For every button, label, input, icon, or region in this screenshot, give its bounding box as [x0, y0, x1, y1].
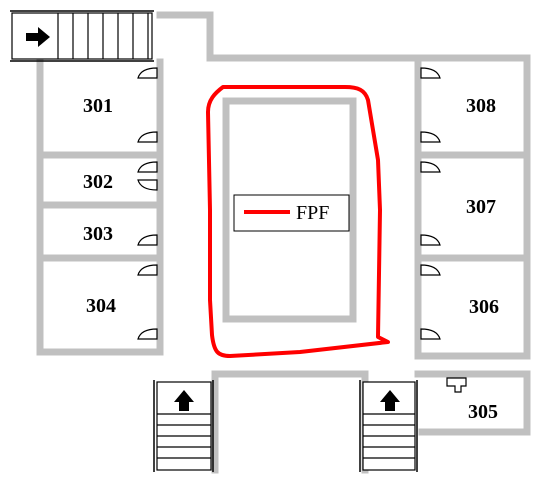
door-307-bottom[interactable] — [420, 234, 441, 246]
door-301-top[interactable] — [137, 67, 158, 79]
door-308-bottom[interactable] — [420, 131, 441, 143]
legend: FPF — [233, 194, 350, 232]
wall-bottom-center — [211, 370, 369, 474]
doors-right — [420, 67, 467, 393]
room-304-label: 304 — [86, 295, 116, 317]
door-308-top[interactable] — [420, 67, 441, 79]
stairs-bottom-left[interactable] — [153, 380, 214, 472]
stairs-bottom-center[interactable] — [359, 380, 418, 472]
door-302-bottom[interactable] — [137, 179, 158, 191]
stair-treads — [57, 13, 149, 59]
door-304-top[interactable] — [137, 264, 158, 276]
door-307-top[interactable] — [420, 161, 441, 173]
room-308-label: 308 — [466, 95, 496, 117]
central-atrium — [222, 97, 357, 323]
door-303-bottom[interactable] — [137, 234, 158, 246]
stair-treads — [363, 413, 415, 459]
stairs-top-left[interactable] — [10, 10, 154, 62]
walls — [36, 11, 531, 474]
room-305-label: 305 — [468, 401, 498, 423]
wall-left — [36, 58, 164, 356]
door-305[interactable] — [446, 377, 467, 393]
stair-treads — [157, 413, 211, 459]
legend-label: FPF — [296, 202, 329, 224]
room-labels: 301 302 303 304 308 307 306 305 — [83, 95, 499, 423]
room-307-label: 307 — [466, 196, 496, 218]
arrow-up-icon — [174, 390, 194, 411]
room-306-label: 306 — [469, 296, 499, 318]
fpf-path — [206, 85, 390, 358]
room-302-label: 302 — [83, 171, 113, 193]
arrow-up-icon — [380, 390, 400, 411]
door-306-top[interactable] — [420, 264, 441, 276]
door-302-top[interactable] — [137, 161, 158, 173]
doors-left — [137, 67, 158, 340]
stairs-bottom-left-frame — [156, 381, 212, 471]
door-301-bottom[interactable] — [137, 131, 158, 143]
wall-top — [156, 11, 531, 360]
arrow-right-icon — [26, 27, 50, 47]
room-303-label: 303 — [83, 223, 113, 245]
door-306-bottom[interactable] — [420, 328, 441, 340]
room-301-label: 301 — [83, 95, 113, 117]
wall-305 — [414, 370, 531, 436]
door-304-bottom[interactable] — [137, 328, 158, 340]
